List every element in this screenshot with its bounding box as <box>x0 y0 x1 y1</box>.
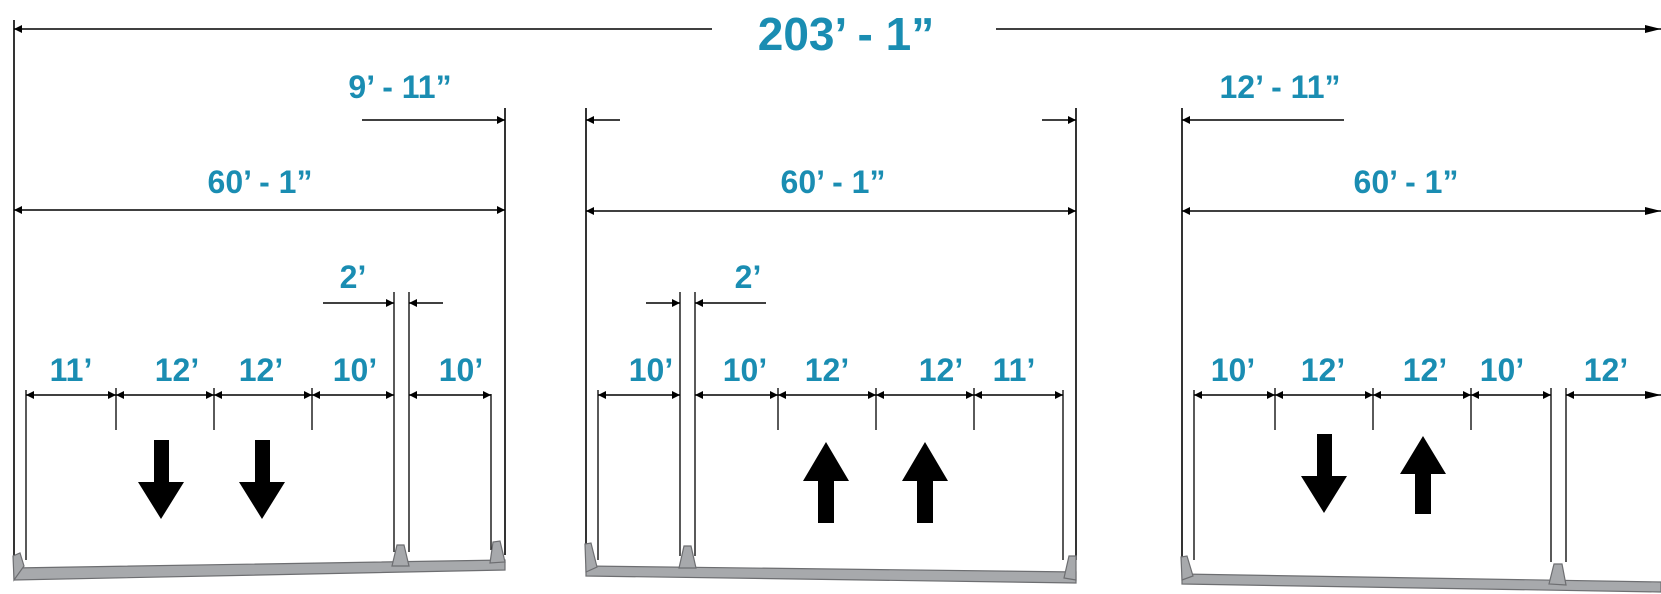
bridge-right: 12’ - 11” 60’ - 1” 10’ 12’ 12’ 10’ 12’ <box>1180 69 1661 593</box>
arrow-down-icon <box>1301 434 1347 513</box>
arrow-up-icon <box>803 442 849 523</box>
bridge-left-gap-label: 2’ <box>340 259 367 295</box>
bridge-middle-lane-label-3: 12’ <box>805 352 849 388</box>
overall-dimension-label: 203’ - 1” <box>758 8 934 60</box>
bridge-middle-lane-label-1: 10’ <box>629 352 673 388</box>
bridge-right-lane-label-2: 12’ <box>1301 352 1345 388</box>
bridge-right-deck-slab <box>1181 573 1661 593</box>
bridge-right-lane-label-4: 10’ <box>1480 352 1524 388</box>
bridge-left-width-label: 60’ - 1” <box>208 164 313 200</box>
arrow-down-icon <box>138 440 184 519</box>
bridge-left-lane-label-5: 10’ <box>439 352 483 388</box>
bridge-left-deck-slab <box>13 559 506 581</box>
bridge-middle-deck-slab <box>585 565 1077 584</box>
bridge-right-lane-label-1: 10’ <box>1211 352 1255 388</box>
bridge-left-barrier-right <box>489 540 506 564</box>
arrow-up-icon <box>902 442 948 523</box>
bridge-middle-lane-label-5: 11’ <box>993 352 1036 388</box>
bridge-right-lane-label-3: 12’ <box>1403 352 1447 388</box>
bridge-middle-median-barrier <box>678 545 697 569</box>
bridge-middle-width-label: 60’ - 1” <box>781 164 886 200</box>
bridge-middle-lane-label-2: 10’ <box>723 352 767 388</box>
bridge-left-lane-label-1: 11’ <box>50 352 93 388</box>
bridge-left-lane-label-4: 10’ <box>333 352 377 388</box>
bridge-left-barrier-left <box>12 552 25 582</box>
bridge-left: 9’ - 11” 60’ - 1” 2’ 11’ 12’ 12’ 10’ 10’ <box>12 20 506 582</box>
bridge-right-offset-label: 12’ - 11” <box>1220 69 1341 105</box>
arrow-down-icon <box>239 440 285 519</box>
bridge-right-barrier-left <box>1180 555 1194 581</box>
bridge-left-offset-label: 9’ - 11” <box>348 69 451 105</box>
bridge-middle: 60’ - 1” 2’ 10’ 10’ 12’ 12’ 11’ <box>584 108 1077 584</box>
bridge-middle-lane-label-4: 12’ <box>919 352 963 388</box>
overall-dimension: 203’ - 1” <box>14 8 1661 60</box>
bridge-right-lane-label-5: 12’ <box>1584 352 1628 388</box>
bridge-left-median-barrier <box>391 544 410 567</box>
arrow-up-icon <box>1400 436 1446 514</box>
bridge-right-lane-dim-5-arrow <box>1645 391 1661 399</box>
bridge-right-width-arrow-right <box>1645 207 1661 215</box>
bridge-right-width-label: 60’ - 1” <box>1354 164 1459 200</box>
bridge-middle-barrier-left <box>584 542 598 573</box>
bridge-middle-barrier-right <box>1063 555 1077 581</box>
bridge-middle-gap-label: 2’ <box>735 259 762 295</box>
bridge-left-lane-label-3: 12’ <box>239 352 283 388</box>
overall-dim-arrow-right <box>1645 25 1661 33</box>
bridge-left-lane-label-2: 12’ <box>155 352 199 388</box>
bridge-right-median-barrier <box>1548 563 1567 586</box>
